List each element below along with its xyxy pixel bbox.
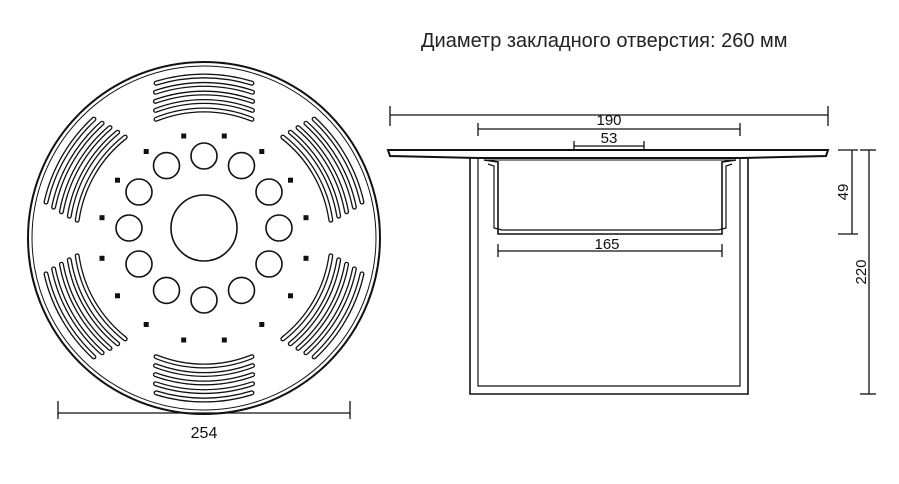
drain-hole [255,250,283,278]
marker-dot [115,293,120,299]
slot-opening [76,135,127,222]
slot-opening [154,108,254,121]
basket-outer [483,159,737,235]
slot-opening [289,131,340,218]
dimension-total-height [860,149,876,395]
slot-opening [52,122,104,209]
dimension-basket-depth [838,149,858,235]
dimension-basket-width [497,244,723,257]
drain-hole [265,214,293,242]
slot-opening [44,117,96,204]
slot-opening [312,117,364,204]
dimension-cover-diameter [57,401,351,419]
marker-dot [303,255,309,261]
cover-inner-ring [31,65,377,411]
label-cover-diameter: 254 [191,425,218,442]
slot-opening [154,83,254,94]
drain-hole [125,250,153,278]
slot-opening [68,131,119,218]
drain-hole [125,178,153,206]
cover-outer-edge [27,61,381,415]
slot-opening [154,91,254,103]
slot-opening [60,126,112,213]
marker-dot [115,177,120,183]
hole-ring [115,142,293,314]
drain-hole [227,276,256,305]
drain-hole [152,151,181,180]
drain-hole [190,142,218,170]
dimension-center-width [573,141,645,150]
slot-opening [52,267,104,354]
marker-dot [143,322,149,327]
slot-opening [304,122,356,209]
slot-opening [154,382,254,393]
drain-hole [255,178,283,206]
marker-dot [259,149,265,154]
slot-opening [154,373,254,385]
body-inner [477,158,741,387]
slot-opening [76,254,127,341]
slot-opening [289,258,340,345]
slot-opening [154,74,254,85]
drain-hole [190,286,218,314]
slot-opening [154,100,254,112]
slot-opening [296,263,348,350]
center-hole [170,194,238,262]
slot-opening [154,391,254,402]
flange [386,149,830,159]
slot-opening [304,267,356,354]
marker-dot [99,255,105,261]
dimension-flange-width [477,123,741,136]
slot-opening [281,254,332,341]
marker-dot [288,293,293,299]
label-basket-width: 165 [594,236,619,253]
marker-dot [221,337,227,343]
slot-opening [312,272,364,359]
slot-opening [154,364,254,376]
marker-dot [181,337,187,343]
marker-dot [288,177,293,183]
label-total-height: 220 [853,259,870,284]
label-center-width: 53 [601,130,618,147]
marker-dot [259,322,265,327]
slot-groups [43,73,365,403]
drain-hole [115,214,143,242]
slot-opening [154,355,254,368]
drain-side-view [386,149,830,395]
marker-dot [99,215,105,221]
label-basket-depth: 49 [835,184,852,201]
diagram-caption: Диаметр закладного отверстия: 260 мм [421,30,788,52]
marker-dot [143,149,149,154]
marker-dot [221,133,227,139]
slot-opening [68,258,119,345]
cover-top-view [27,61,381,415]
label-flange-width: 190 [596,112,621,129]
drain-hole [152,276,181,305]
body-outer [469,158,749,395]
basket-inner [487,163,733,231]
marker-dot [181,133,187,139]
slot-opening [44,272,96,359]
drain-hole [227,151,256,180]
slot-opening [296,126,348,213]
slot-opening [281,135,332,222]
slot-opening [60,263,112,350]
dimension-top-line [389,106,829,126]
dot-ring [99,133,309,343]
marker-dot [303,215,309,221]
